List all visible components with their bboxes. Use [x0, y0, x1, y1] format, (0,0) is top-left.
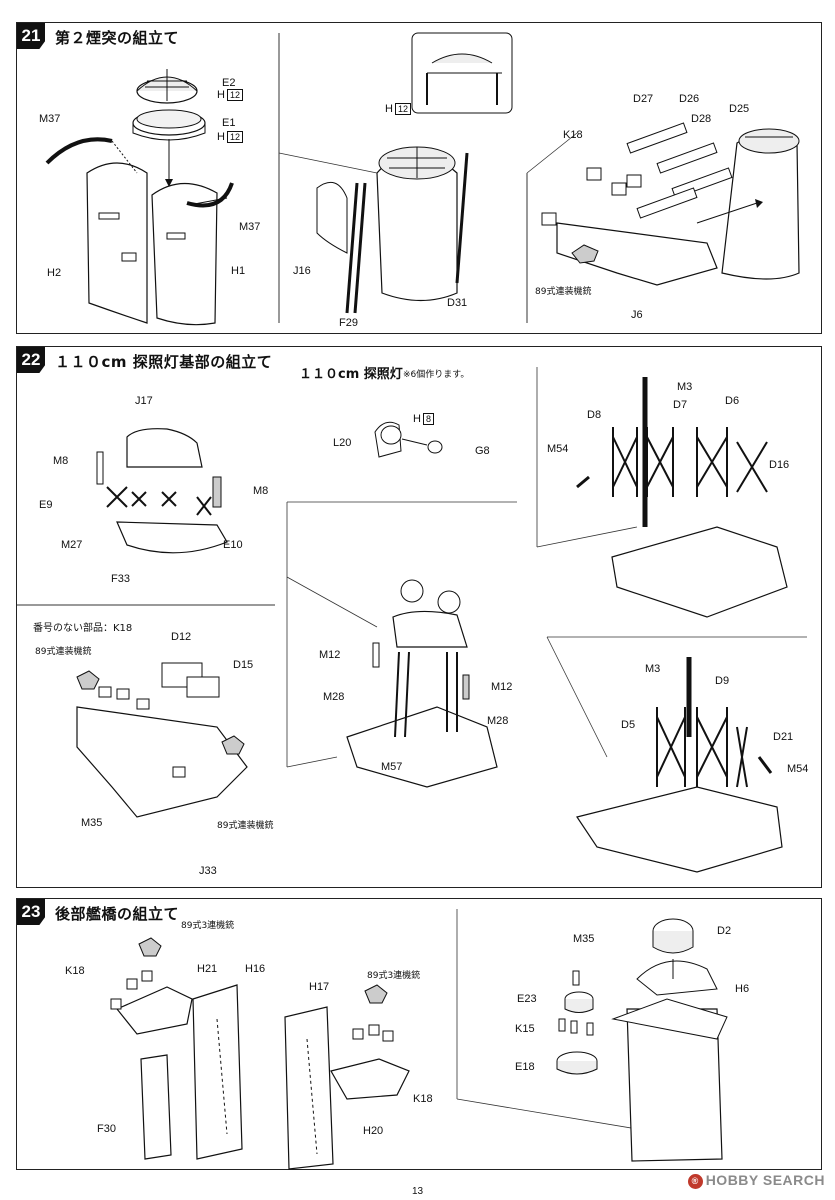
step-23-badge: 23 — [17, 899, 45, 925]
searchlight-title: １１０cm 探照灯 — [299, 367, 403, 382]
label-k18-b: K18 — [413, 1093, 433, 1105]
label-d6: D6 — [725, 395, 740, 407]
label-k18: K18 — [563, 129, 583, 141]
label-gun89-a: 89式連装機銃 — [35, 647, 92, 657]
label-m8-b: M8 — [253, 485, 269, 497]
label-d16: D16 — [769, 459, 790, 471]
label-e2: E2 — [222, 77, 236, 89]
label-m54-b: M54 — [787, 763, 809, 775]
label-g8: G8 — [475, 445, 490, 457]
label-j6: J6 — [631, 309, 643, 321]
label-f29: F29 — [339, 317, 358, 329]
box-number-12-b: 12 — [226, 131, 243, 143]
step-21-illustration — [45, 32, 800, 326]
label-d9: D9 — [715, 675, 730, 687]
step-22-title: １１０cm 探照灯基部の組立て — [55, 353, 273, 371]
label-d12: D12 — [171, 631, 192, 643]
label-d25: D25 — [729, 103, 750, 115]
label-j17: J17 — [135, 395, 153, 407]
label-m37-a: M37 — [39, 113, 61, 125]
step-23-title: 後部艦橋の組立て — [55, 905, 180, 923]
label-m35: M35 — [573, 933, 595, 945]
page-number: 13 — [411, 1186, 424, 1197]
label-e9: E9 — [39, 499, 53, 511]
label-d26: D26 — [679, 93, 700, 105]
label-k15: K15 — [515, 1023, 535, 1035]
unnumbered-parts-note: 番号のない部品：K18 — [33, 623, 133, 634]
label-m3-b: M3 — [645, 663, 661, 675]
watermark-text: HOBBY SEARCH — [705, 1172, 825, 1188]
label-h20: H20 — [363, 1125, 384, 1137]
step-22-badge: 22 — [17, 347, 45, 373]
label-m37-b: M37 — [239, 221, 261, 233]
step-21-title: 第２煙突の組立て — [55, 29, 180, 47]
label-d8: D8 — [587, 409, 602, 421]
label-d21: D21 — [773, 731, 794, 743]
label-gun89-b: 89式連装機銃 — [217, 821, 274, 831]
label-d27: D27 — [633, 93, 654, 105]
step-23-panel: 23 後部艦橋の組立て — [16, 898, 822, 1170]
label-d2: D2 — [717, 925, 732, 937]
label-m27: M27 — [61, 539, 83, 551]
label-d15: D15 — [233, 659, 254, 671]
label-e23: E23 — [517, 993, 537, 1005]
label-m28-b: M28 — [487, 715, 509, 727]
step-21-badge: 21 — [17, 23, 45, 49]
step-22-panel: 22 １１０cm 探照灯基部の組立て １１０cm 探照灯 ※6個作ります。 番号… — [16, 346, 822, 888]
label-d5: D5 — [621, 719, 636, 731]
label-h12-a-text: H — [217, 89, 225, 101]
label-h6: H6 — [735, 983, 750, 995]
box-number-12-a: 12 — [226, 89, 243, 101]
label-d31: D31 — [447, 297, 468, 309]
label-d7: D7 — [673, 399, 688, 411]
label-l20: L20 — [333, 437, 352, 449]
watermark: ®HOBBY SEARCH — [687, 1172, 825, 1189]
label-gun89x3-a: 89式3連機銃 — [181, 921, 235, 931]
label-m12-b: M12 — [491, 681, 513, 693]
label-k18-a: K18 — [65, 965, 85, 977]
label-f30: F30 — [97, 1123, 116, 1135]
label-m54-a: M54 — [547, 443, 569, 455]
label-m3-a: M3 — [677, 381, 693, 393]
label-h17: H17 — [309, 981, 330, 993]
label-j16: J16 — [293, 265, 311, 277]
label-m12-a: M12 — [319, 649, 341, 661]
label-h12-b-text: H — [217, 131, 225, 143]
label-h8-text: H — [413, 413, 421, 425]
label-m28-a: M28 — [323, 691, 345, 703]
label-gun89: 89式連装機銃 — [535, 287, 592, 297]
label-e18: E18 — [515, 1061, 535, 1073]
searchlight-note: ※6個作ります。 — [403, 370, 470, 380]
label-h2: H2 — [47, 267, 62, 279]
label-h1: H1 — [231, 265, 246, 277]
step-21-panel: 21 第２煙突の組立て — [16, 22, 822, 334]
watermark-mark: ® — [687, 1174, 703, 1189]
label-m8-a: M8 — [53, 455, 69, 467]
label-gun89x3-b: 89式3連機銃 — [367, 971, 421, 981]
box-number-8: 8 — [422, 413, 434, 425]
label-e10: E10 — [223, 539, 243, 551]
label-h16: H16 — [245, 963, 266, 975]
step-22-illustration — [17, 367, 807, 873]
label-m57: M57 — [381, 761, 403, 773]
label-f33: F33 — [111, 573, 130, 585]
step-23-illustration — [110, 909, 728, 1170]
label-e1: E1 — [222, 117, 236, 129]
label-d28: D28 — [691, 113, 712, 125]
label-h21: H21 — [197, 963, 218, 975]
label-j33: J33 — [199, 865, 217, 877]
label-m35: M35 — [81, 817, 103, 829]
label-h12-c-text: H — [385, 103, 393, 115]
box-number-12-c: 12 — [394, 103, 411, 115]
